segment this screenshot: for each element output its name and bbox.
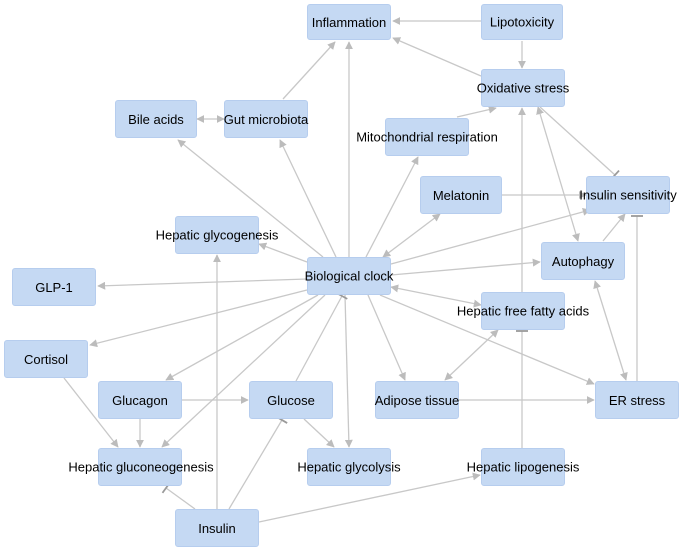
node-hepatic-glycolysis[interactable] [307,448,391,486]
node-bile-acids[interactable]: Bile acids [115,100,197,138]
edge-clock-adipose [367,294,406,381]
node-hepatic-lipogenesis[interactable] [481,448,565,486]
node-adipose-tissue[interactable]: Adipose tissue [375,381,459,419]
edge-clock-mito [365,156,419,258]
edge-clock-insulinsens [390,208,591,265]
edge-oxidative-autophagy [536,106,580,242]
node-melatonin[interactable]: Melatonin [420,176,502,214]
edge-insulin-lipogenesis [258,472,481,523]
edge-oxidative-inflammation [392,37,482,77]
edge-clock-cortisol [89,289,308,348]
edge-insulin-gluconeo [165,487,196,510]
edge-ffa-adipose [444,329,499,381]
label-mitochondrial-respiration: Mitochondrial respiration [356,129,498,145]
edge-clock-glycolysis [344,294,353,448]
node-glucagon[interactable]: Glucagon [98,381,182,419]
node-insulin-sensitivity[interactable] [586,176,670,214]
node-inflammation[interactable]: Inflammation [307,4,391,40]
node-glp1[interactable]: GLP-1 [12,268,96,306]
label-lipotoxicity: Lipotoxicity [489,14,555,30]
node-lipotoxicity[interactable] [481,4,563,40]
label-hepatic-lipogenesis: Hepatic lipogenesis [466,459,580,475]
edge-clock-gluconeo [161,294,326,448]
edge-gutmicrobiota-inflammation [282,41,336,100]
edge-oxidative-insulinsens [539,106,616,176]
edge-glucose-glycolysis [303,418,335,448]
edge-autophagy-erstress [593,280,628,381]
label-oxidative-stress: Oxidative stress [476,80,570,96]
node-mitochondrial-respiration[interactable] [385,118,469,156]
label-hepatic-glycogenesis: Hepatic glycogenesis [155,227,279,243]
edge-clock-melatonin [382,213,441,258]
edge-clock-glucagon [165,294,319,381]
node-er-stress[interactable]: ER stress [595,381,679,419]
edge-clock-autophagy [390,258,541,276]
node-oxidative-stress[interactable] [481,69,565,107]
edge-glucose-clock [295,295,343,382]
edge-clock-bileacids [177,139,324,258]
edge-clock-glycogenesis [258,242,308,263]
node-insulin[interactable]: Insulin [175,509,259,547]
edge-cortisol-gluconeo [63,377,119,448]
label-insulin-sensitivity: Insulin sensitivity [579,187,677,203]
node-gut-microbiota[interactable]: Gut microbiota [224,100,308,138]
node-cortisol[interactable]: Cortisol [4,340,88,378]
node-glucose[interactable]: Glucose [249,381,333,419]
label-hepatic-ffa: Hepatic free fatty acids [456,303,590,319]
node-hepatic-glycogenesis[interactable] [175,216,259,254]
node-biological-clock[interactable] [307,257,391,295]
label-hepatic-glycolysis: Hepatic glycolysis [297,459,401,475]
label-hepatic-gluconeogenesis: Hepatic gluconeogenesis [68,459,214,475]
edge-autophagy-insulinsens [602,213,626,242]
node-autophagy[interactable]: Autophagy [541,242,625,280]
node-hepatic-gluconeogenesis[interactable] [98,448,182,486]
edge-mito-oxidative [456,105,497,118]
node-hepatic-ffa[interactable] [481,292,565,330]
label-biological-clock: Biological clock [304,268,394,284]
edge-clock-ffa [390,284,482,308]
edge-clock-glp1 [97,278,308,290]
edge-insulin-glucose [228,419,283,510]
edge-clock-gutmicrobiota [279,139,337,258]
